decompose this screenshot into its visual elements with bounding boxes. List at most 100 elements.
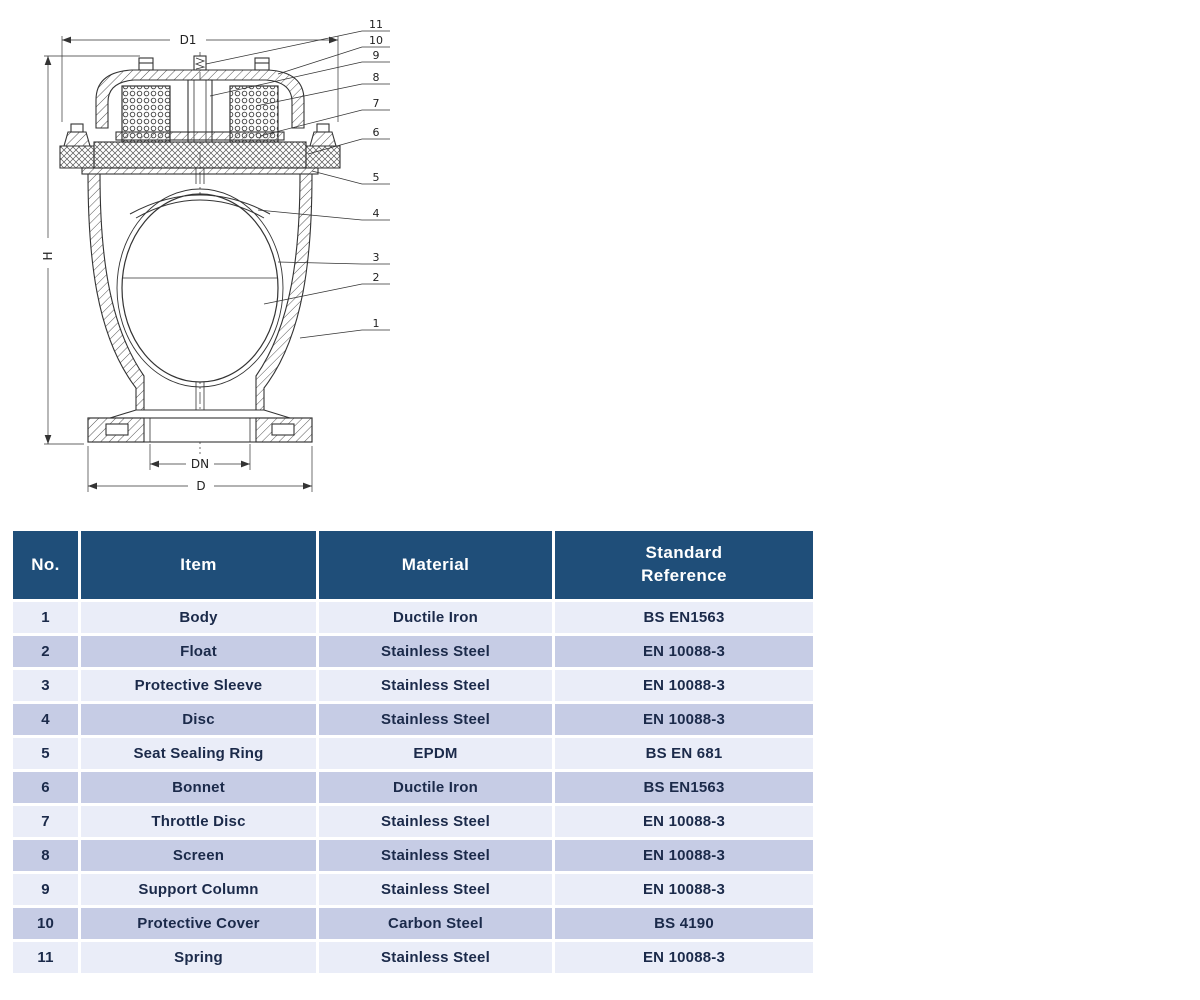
flange-transition: [109, 409, 291, 419]
table-row: 3 Protective Sleeve Stainless Steel EN 1…: [13, 669, 813, 701]
cell-item: Seat Sealing Ring: [81, 737, 316, 769]
callout-number: 7: [373, 97, 380, 110]
leader-line: [299, 329, 390, 339]
cell-standard: EN 10088-3: [555, 635, 813, 667]
cover-bolt-left: [138, 57, 154, 71]
cell-item: Support Column: [81, 873, 316, 905]
bonnet-ear-right: [305, 145, 341, 169]
callout-number: 8: [373, 71, 380, 84]
callout-number: 3: [373, 251, 380, 264]
cell-material: Stainless Steel: [319, 669, 552, 701]
leader-line: [277, 46, 390, 75]
cell-no: 6: [13, 771, 78, 803]
leader-line: [255, 83, 390, 107]
table-row: 1 Body Ductile Iron BS EN1563: [13, 601, 813, 633]
cell-material: Stainless Steel: [319, 839, 552, 871]
cell-no: 10: [13, 907, 78, 939]
throttle-disc: [115, 131, 285, 141]
cell-material: Carbon Steel: [319, 907, 552, 939]
leader-line: [277, 261, 390, 265]
callout-number: 9: [373, 49, 380, 62]
seat-sealing-ring: [81, 167, 319, 175]
callout-number: 2: [373, 271, 380, 284]
leader-line: [209, 61, 390, 97]
cell-material: Stainless Steel: [319, 941, 552, 973]
ear-bolt-left: [70, 123, 84, 133]
page: D1 H DN D 11 10 9: [10, 6, 813, 973]
cell-standard: BS EN1563: [555, 771, 813, 803]
table-row: 9 Support Column Stainless Steel EN 1008…: [13, 873, 813, 905]
valve-drawing-area: D1 H DN D 11 10 9: [10, 6, 410, 508]
table-row: 7 Throttle Disc Stainless Steel EN 10088…: [13, 805, 813, 837]
cell-no: 7: [13, 805, 78, 837]
leader-line: [307, 138, 390, 155]
col-header-no: No.: [13, 531, 78, 599]
valve-cross-section: [59, 52, 341, 454]
col-header-material: Material: [319, 531, 552, 599]
dimension-lines: [44, 36, 339, 492]
leader-line: [257, 209, 390, 221]
col-header-standard: Standard Reference: [555, 531, 813, 599]
cell-no: 1: [13, 601, 78, 633]
cell-standard: BS EN1563: [555, 601, 813, 633]
callout-numbers: 11 10 9 8 7 6 5 4 3 2 1: [369, 18, 383, 330]
cell-no: 9: [13, 873, 78, 905]
cell-item: Bonnet: [81, 771, 316, 803]
cell-standard: EN 10088-3: [555, 873, 813, 905]
cover-bolt-right: [254, 57, 270, 71]
col-header-item: Item: [81, 531, 316, 599]
col-header-standard-label: Standard Reference: [641, 543, 727, 585]
table-row: 5 Seat Sealing Ring EPDM BS EN 681: [13, 737, 813, 769]
dim-label-h: H: [41, 251, 55, 260]
cell-standard: EN 10088-3: [555, 703, 813, 735]
cell-material: Ductile Iron: [319, 601, 552, 633]
table-row: 6 Bonnet Ductile Iron BS EN1563: [13, 771, 813, 803]
cell-material: EPDM: [319, 737, 552, 769]
cell-standard: BS EN 681: [555, 737, 813, 769]
dimension-labels: D1 H DN D: [41, 33, 209, 493]
callout-leader-lines: [205, 30, 390, 339]
leader-line: [205, 30, 390, 65]
bonnet: [93, 141, 307, 169]
cell-no: 11: [13, 941, 78, 973]
parts-table-body: 1 Body Ductile Iron BS EN1563 2 Float St…: [13, 601, 813, 973]
cell-item: Spring: [81, 941, 316, 973]
leader-line: [311, 170, 390, 185]
cell-item: Throttle Disc: [81, 805, 316, 837]
cell-no: 8: [13, 839, 78, 871]
cell-item: Screen: [81, 839, 316, 871]
cell-item: Protective Sleeve: [81, 669, 316, 701]
callout-number: 5: [373, 171, 380, 184]
callout-number: 4: [373, 207, 380, 220]
bonnet-ear-left: [59, 145, 95, 169]
table-row: 11 Spring Stainless Steel EN 10088-3: [13, 941, 813, 973]
cell-material: Stainless Steel: [319, 805, 552, 837]
parts-table-header: No. Item Material Standard Reference: [13, 531, 813, 599]
cell-material: Stainless Steel: [319, 703, 552, 735]
bolt-slot-right: [271, 423, 295, 436]
leader-line: [259, 109, 390, 137]
disc: [135, 199, 265, 219]
cell-standard: BS 4190: [555, 907, 813, 939]
cell-no: 2: [13, 635, 78, 667]
cell-no: 5: [13, 737, 78, 769]
ear-bolt-right: [316, 123, 330, 133]
cell-item: Body: [81, 601, 316, 633]
cell-material: Stainless Steel: [319, 635, 552, 667]
callout-number: 1: [373, 317, 380, 330]
cell-standard: EN 10088-3: [555, 805, 813, 837]
cell-standard: EN 10088-3: [555, 941, 813, 973]
valve-technical-drawing: D1 H DN D 11 10 9: [41, 18, 390, 493]
dim-label-d1: D1: [180, 33, 197, 47]
leader-line: [263, 283, 390, 305]
cell-material: Ductile Iron: [319, 771, 552, 803]
callout-number: 6: [373, 126, 380, 139]
protective-sleeve: [116, 188, 284, 388]
header-row: No. Item Material Standard Reference: [13, 531, 813, 599]
cell-item: Protective Cover: [81, 907, 316, 939]
float: [121, 193, 279, 383]
cell-no: 3: [13, 669, 78, 701]
table-row: 2 Float Stainless Steel EN 10088-3: [13, 635, 813, 667]
table-row: 8 Screen Stainless Steel EN 10088-3: [13, 839, 813, 871]
callout-number: 10: [369, 34, 383, 47]
